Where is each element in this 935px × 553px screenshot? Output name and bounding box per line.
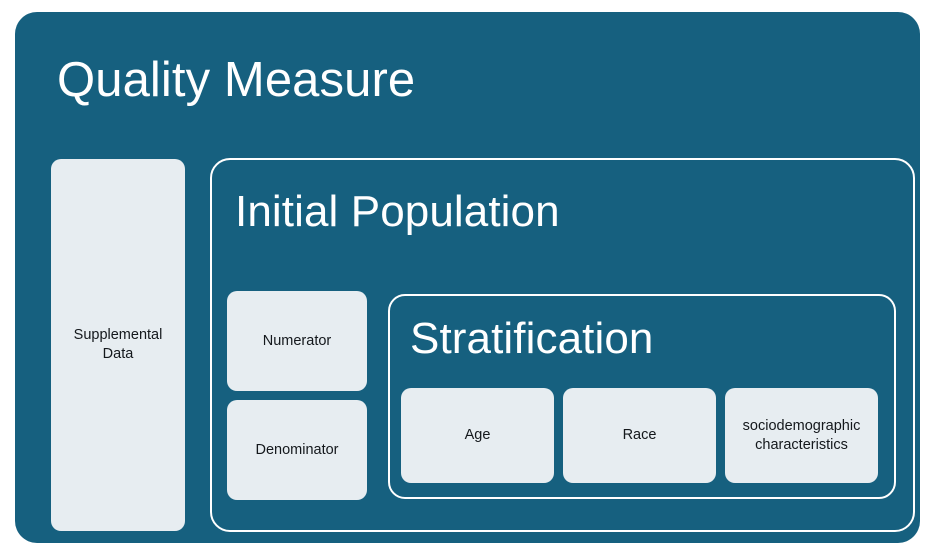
denominator-label: Denominator [255, 441, 339, 458]
stratification-container [388, 294, 896, 499]
stratification-card-sociodemographic: sociodemographic characteristics [725, 388, 878, 483]
supplemental-data-label: Supplemental Data [73, 327, 163, 362]
numerator-label: Numerator [262, 332, 332, 349]
quality-measure-title: Quality Measure [57, 53, 416, 107]
race-label: Race [622, 427, 657, 443]
quality-measure-container: Quality Measure Supplemental Data Initia… [15, 12, 920, 543]
initial-population-title: Initial Population [235, 187, 560, 236]
age-label: Age [464, 427, 491, 443]
stratification-title: Stratification [410, 314, 654, 363]
numerator-card: Numerator [227, 291, 367, 391]
stratification-card-race: Race [563, 388, 716, 483]
stratification-card-age: Age [401, 388, 554, 483]
denominator-card: Denominator [227, 400, 367, 500]
sociodemographic-label: sociodemographic characteristics [742, 417, 861, 453]
supplemental-data-card: Supplemental Data [51, 159, 185, 531]
initial-population-container [210, 158, 915, 532]
